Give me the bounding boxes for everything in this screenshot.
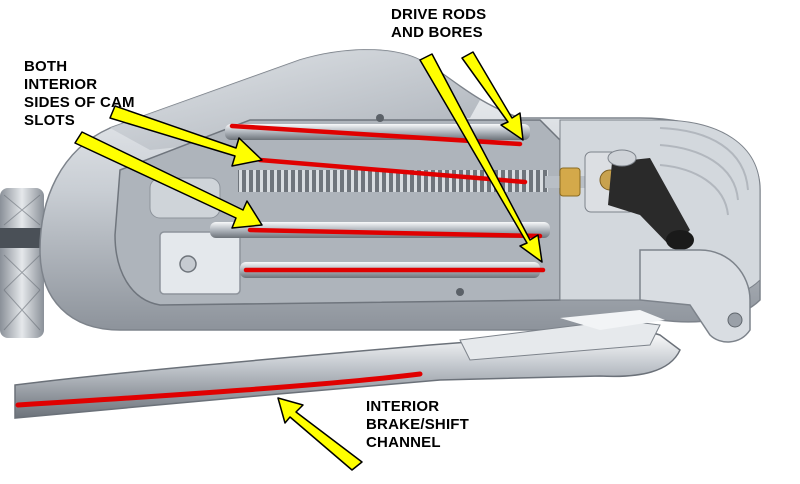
label-cam-slots-line-2: INTERIOR	[24, 76, 98, 93]
arrow-cam-slots-1	[109, 105, 263, 167]
label-drive-rods-line-2: AND BORES	[391, 24, 483, 41]
label-cam-slots-line-3: SIDES OF CAM	[24, 94, 135, 111]
highlight-upper-cam-slot	[257, 157, 528, 185]
highlight-channel	[15, 371, 423, 408]
mount-bracket	[639, 249, 751, 343]
arrow-drive-rods-2	[419, 53, 543, 263]
label-cam-slots-line-1: BOTH	[24, 58, 68, 75]
label-drive-rods: DRIVE RODS AND BORES	[391, 6, 486, 42]
label-drive-rods-line-1: DRIVE RODS	[391, 6, 487, 23]
knurled-handle	[0, 188, 44, 338]
label-channel: INTERIOR BRAKE/SHIFT CHANNEL	[366, 398, 469, 452]
arrow-cam-slots-2	[74, 131, 263, 229]
cam-block	[149, 177, 241, 295]
label-cam-slots: BOTH INTERIOR SIDES OF CAM SLOTS	[24, 58, 135, 130]
label-channel-line-1: INTERIOR	[366, 398, 440, 415]
highlight-lower-cam-slot	[247, 227, 543, 239]
arrow-channel	[277, 397, 363, 471]
label-channel-line-2: BRAKE/SHIFT	[366, 416, 470, 433]
label-channel-line-3: CHANNEL	[366, 434, 441, 451]
callout-arrows	[74, 51, 543, 471]
arrow-drive-rods-1	[461, 51, 524, 141]
label-cam-slots-line-4: SLOTS	[24, 112, 76, 129]
linkage-fitting	[584, 149, 694, 250]
